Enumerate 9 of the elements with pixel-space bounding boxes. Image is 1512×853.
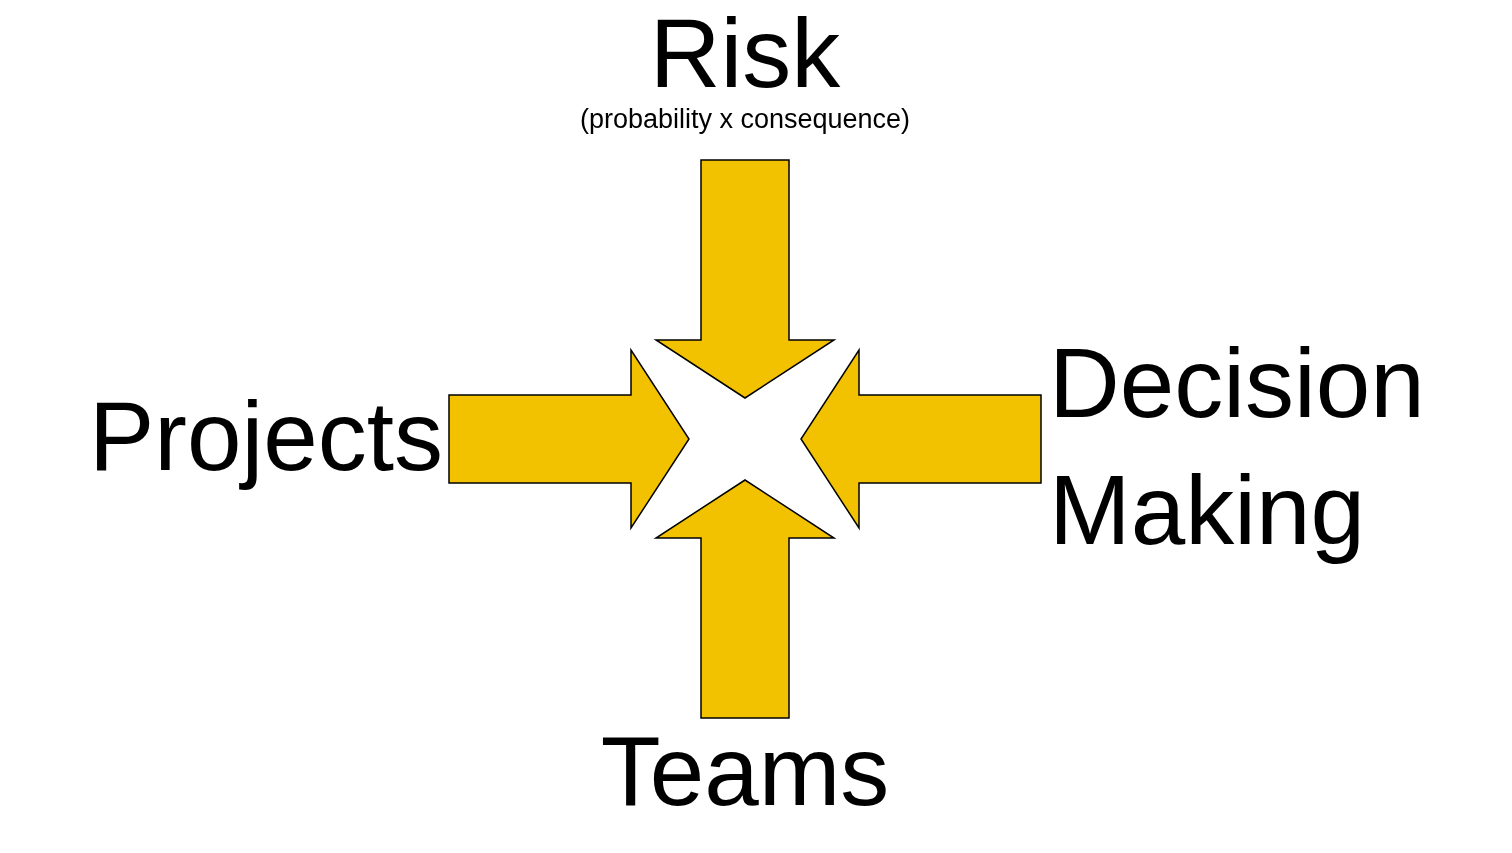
block-arrow: [653, 159, 837, 399]
node-label: Projects: [88, 385, 443, 488]
block-arrow: [653, 479, 837, 719]
node-label: Risk: [648, 4, 842, 102]
block-arrow: [800, 347, 1042, 531]
node-label: Teams: [599, 722, 891, 820]
node-label: Decision Making: [1049, 327, 1426, 568]
node-subtitle: (probability x consequence): [578, 103, 912, 136]
block-arrow: [448, 347, 690, 531]
